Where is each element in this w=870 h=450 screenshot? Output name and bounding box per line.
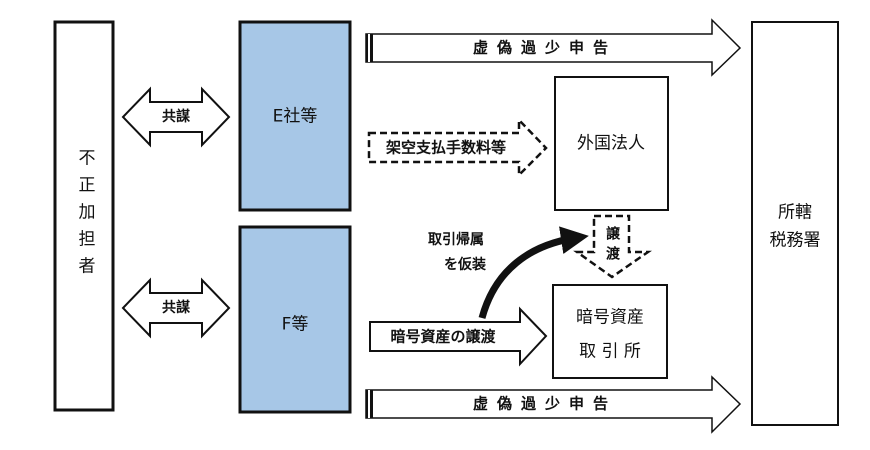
company-f-box — [238, 225, 352, 414]
fictitious-fees-label: 架空支払手数料等 — [385, 138, 507, 157]
foreign-corp-box — [554, 76, 669, 211]
exchange-box — [552, 284, 668, 379]
false-return-top-label: 虚偽過少申告 — [472, 38, 618, 57]
exchange-label-1: 暗号資産 — [576, 307, 644, 328]
company-e-label: E社等 — [272, 106, 318, 127]
crypto-transfer-arrow — [369, 306, 548, 367]
company-e-box — [238, 20, 352, 212]
company-f-label: F等 — [281, 314, 309, 335]
transfer-label: 譲渡 — [604, 226, 620, 266]
transfer-arrow — [573, 214, 652, 279]
crypto-transfer-label: 暗号資産の譲渡 — [390, 327, 496, 346]
tax-office-label-1: 所轄 — [778, 202, 812, 223]
disguise-curved-arrow — [478, 226, 589, 319]
collusion-top-label: 共謀 — [162, 109, 190, 125]
collusion-arrow-top — [121, 86, 231, 148]
tax-office-label-2: 税務署 — [769, 230, 821, 251]
accomplice-box — [53, 20, 115, 412]
exchange-label-2: 取 引 所 — [579, 341, 641, 362]
false-return-bottom-label: 虚偽過少申告 — [472, 394, 618, 413]
disguise-label-1: 取引帰属 — [428, 232, 484, 248]
accomplice-label: 不正加担者 — [74, 148, 95, 284]
tax-office-box — [751, 21, 839, 426]
collusion-arrow-bottom — [121, 277, 231, 339]
fictitious-fees-arrow — [367, 116, 548, 179]
disguise-label-2: を仮装 — [444, 257, 486, 273]
false-return-arrow-top — [365, 18, 742, 77]
false-return-arrow-bottom — [365, 375, 742, 434]
foreign-corp-label: 外国法人 — [577, 133, 645, 154]
collusion-bottom-label: 共謀 — [162, 300, 190, 316]
